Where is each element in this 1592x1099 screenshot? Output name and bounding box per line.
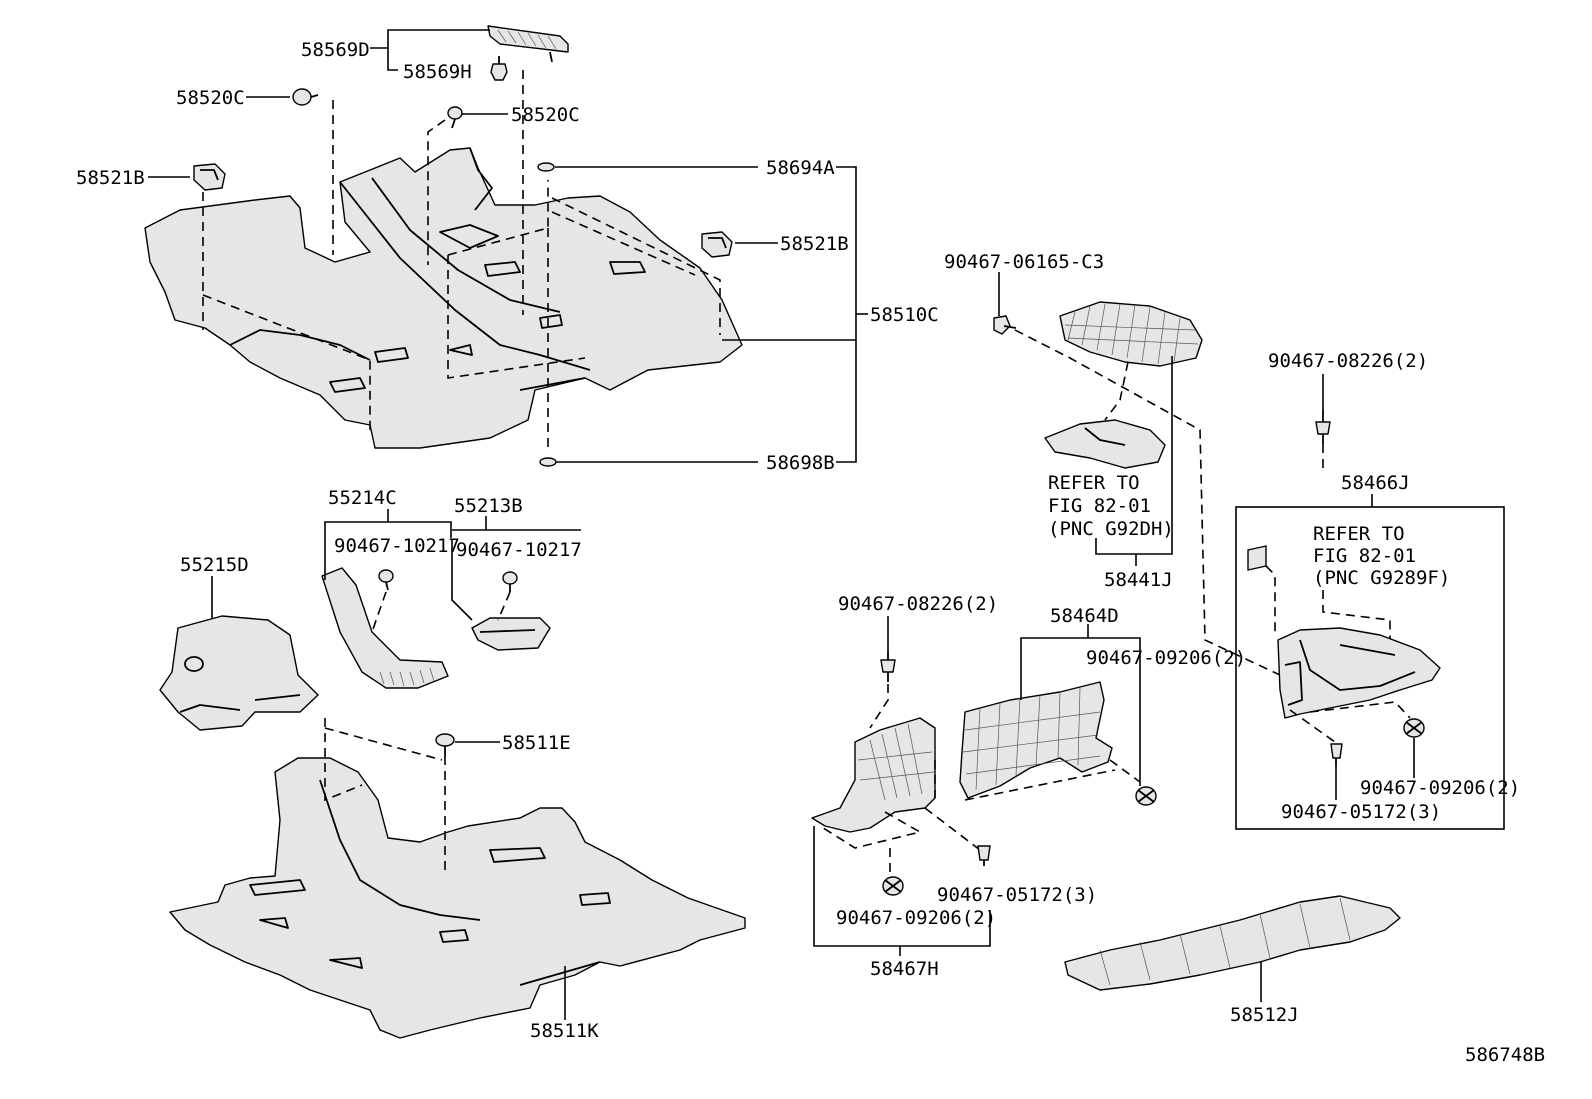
clip-90467-05172-right-icon [1330, 743, 1343, 766]
guide-55213b [497, 591, 511, 621]
label-90467-09206-lower: 90467-09206(2) [836, 907, 996, 929]
bracket-55213b [451, 540, 473, 621]
label-58569h: 58569H [403, 61, 472, 83]
guide-58441j-b [1104, 361, 1129, 421]
clip-90467-09206-right-icon [1403, 718, 1425, 738]
screw-90467-06165-c3-icon [993, 315, 1017, 335]
refer-b-line2: FIG 82-01 [1313, 545, 1416, 567]
clip-58511e-icon [435, 733, 455, 756]
clip-58569h-icon [490, 56, 508, 81]
label-90467-09206-mid: 90467-09206(2) [1086, 647, 1246, 669]
guide-58467h [869, 684, 889, 729]
refer-b-line1: REFER TO [1313, 523, 1405, 545]
guide-58466j-c [1289, 709, 1336, 743]
label-90467-05172-right: 90467-05172(3) [1281, 801, 1441, 823]
clip-90467-08226-left-icon [880, 652, 896, 682]
label-58510c: 58510C [870, 304, 939, 326]
label-58698b: 58698B [766, 452, 835, 474]
trim-58467h-illustration [811, 717, 936, 833]
label-58520c-left: 58520C [176, 87, 245, 109]
silencer-55215d-illustration [159, 615, 319, 731]
label-58464d: 58464D [1050, 605, 1119, 627]
label-58441j: 58441J [1104, 569, 1173, 591]
clip-90467-10217-right-icon [502, 571, 518, 592]
label-55214c: 55214C [328, 487, 397, 509]
clip-90467-09206-mid-icon [1135, 786, 1157, 806]
refer-a-line3: (PNC G92DH) [1048, 518, 1174, 540]
screw-58520c-icon [447, 106, 463, 129]
grommet-58520c-icon [292, 88, 319, 106]
guide-58441j [1014, 329, 1281, 676]
clip-58521b-right-icon [701, 231, 733, 258]
bracket-58467h [813, 826, 991, 947]
box-58466j [1235, 506, 1505, 830]
label-90467-06165-c3: 90467-06165-C3 [944, 251, 1104, 273]
label-90467-10217-left: 90467-10217 [334, 535, 460, 557]
guide-58464d-b [1109, 759, 1141, 783]
carpet-support-illustration [487, 25, 569, 63]
refer-a-line2: FIG 82-01 [1048, 495, 1151, 517]
label-58521b-left: 58521B [76, 167, 145, 189]
trim-58466j-illustration [1277, 627, 1441, 719]
clip-58698b-icon [539, 457, 557, 467]
label-55213b: 55213B [454, 495, 523, 517]
label-90467-08226-left: 90467-08226(2) [838, 593, 998, 615]
clip-90467-08226-right-icon [1315, 410, 1331, 444]
guide-58467h-b [819, 760, 936, 849]
trim-58441j-illustration [1059, 301, 1203, 367]
clip-90467-05172-lower-icon [977, 845, 991, 866]
refer-b-line3: (PNC G9289F) [1313, 567, 1450, 589]
label-90467-09206-right: 90467-09206(2) [1360, 777, 1520, 799]
floor-carpet-upper-illustration [144, 147, 743, 449]
bracket-58441j [1095, 356, 1173, 555]
duct-55214c-illustration [321, 567, 449, 689]
refer-a-line1: REFER TO [1048, 472, 1140, 494]
panel-58512j-illustration [1064, 895, 1401, 991]
guide-58464d [964, 769, 1116, 801]
guide-58467h-d [924, 807, 981, 851]
label-58466j: 58466J [1341, 472, 1410, 494]
label-58521b-right: 58521B [780, 233, 849, 255]
guide-55214c [371, 591, 387, 633]
clip-90467-10217-left-icon [378, 569, 394, 591]
label-58467h: 58467H [870, 958, 939, 980]
label-58694a: 58694A [766, 157, 835, 179]
clip-58521b-left-icon [193, 163, 226, 191]
label-90467-08226-right: 90467-08226(2) [1268, 350, 1428, 372]
floor-carpet-lower-illustration [169, 757, 746, 1039]
upper-leader-lines [148, 29, 868, 463]
label-90467-05172-lower: 90467-05172(3) [937, 884, 1097, 906]
clip-90467-09206-lower-icon [882, 876, 904, 896]
clip-58694a-icon [537, 162, 555, 172]
guide-lower-carpet [324, 718, 446, 870]
guide-g9289f [1265, 565, 1276, 635]
label-58511k: 58511K [530, 1020, 599, 1042]
label-58569d: 58569D [301, 39, 370, 61]
duct-55213b-illustration [471, 617, 551, 651]
label-90467-10217-right: 90467-10217 [456, 539, 582, 561]
trim-58464d-illustration [959, 681, 1113, 799]
upper-guide-lines [202, 70, 721, 450]
trim-g9289f-icon [1247, 545, 1267, 571]
figure-id: 586748B [1465, 1044, 1545, 1066]
label-55215d: 55215D [180, 554, 249, 576]
bracket-58464d [1020, 637, 1141, 786]
label-58512j: 58512J [1230, 1004, 1299, 1026]
label-58511e: 58511E [502, 732, 571, 754]
trim-g92dh-illustration [1044, 419, 1166, 469]
label-58520c-right: 58520C [511, 104, 580, 126]
